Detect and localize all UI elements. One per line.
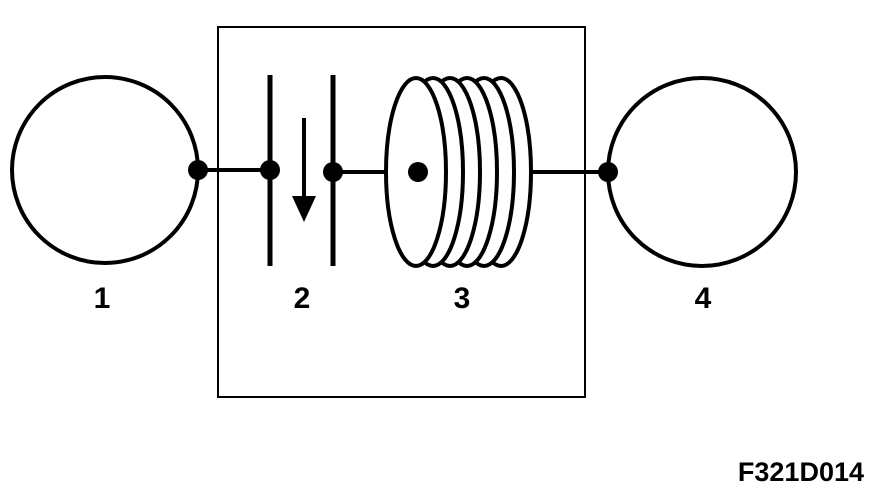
label-3: 3 bbox=[454, 282, 471, 315]
junction-dot bbox=[323, 162, 343, 182]
label-4: 4 bbox=[695, 282, 712, 315]
right-circle bbox=[606, 76, 798, 268]
junction-dot bbox=[408, 162, 428, 182]
left-circle bbox=[10, 75, 200, 265]
label-1: 1 bbox=[94, 282, 111, 315]
label-2: 2 bbox=[294, 282, 311, 315]
junction-dot bbox=[260, 160, 280, 180]
junction-dot bbox=[598, 162, 618, 182]
coil bbox=[384, 76, 533, 268]
figure-code: F321D014 bbox=[738, 457, 864, 487]
enclosure-box bbox=[217, 26, 586, 398]
junction-dot bbox=[188, 160, 208, 180]
down-arrow-icon bbox=[292, 118, 316, 222]
